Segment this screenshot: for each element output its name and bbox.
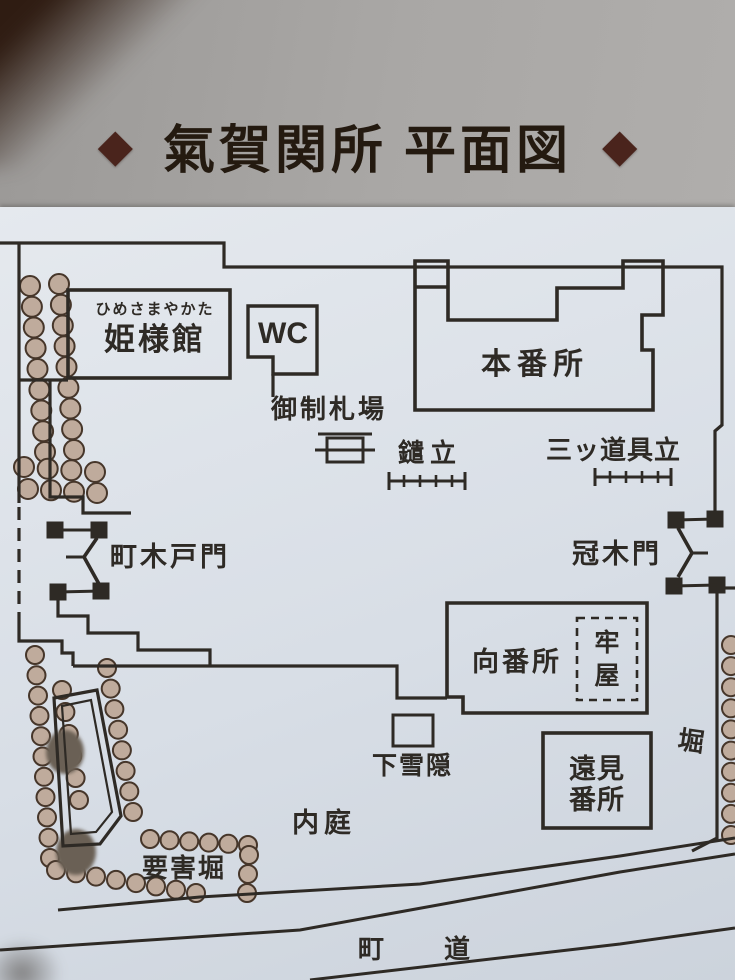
plan-title-text: 氣賀関所 平面図 [162,123,572,180]
kabukimon-label: 冠木門 [572,539,662,569]
honbansho-label: 本番所 [481,348,589,381]
wc-label: WC [258,317,308,350]
uchiniwa-label: 内庭 [292,808,356,838]
toomibansho-label: 遠見番所 [569,754,625,816]
yaridate-label: 鑓立 [398,439,463,468]
diamond-icon: ◆ [97,119,133,171]
yougaibori-label: 要害堀 [142,854,227,883]
plan-title: ◆ 氣賀関所 平面図 ◆ [0,108,735,183]
mukaibansho-label: 向番所 [472,647,562,677]
road-label-michi: 道 [444,935,471,964]
road-label-machi: 町 [358,935,385,964]
rouya-label: 牢屋 [594,630,620,690]
shimosecchin-label: 下雪隠 [372,753,454,780]
hori-label: 堀 [676,725,707,758]
mitsudougudate-label: 三ッ道具立 [546,436,682,465]
himesamayakata-furigana: ひめさまやかた [95,302,215,318]
himesamayakata-label: 姫様館 [104,322,206,357]
diamond-icon: ◆ [602,119,638,171]
shadow-smudge [0,938,62,980]
goseisatsuba-label: 御制札場 [271,395,388,424]
machikidomon-label: 町木戸門 [110,542,230,572]
